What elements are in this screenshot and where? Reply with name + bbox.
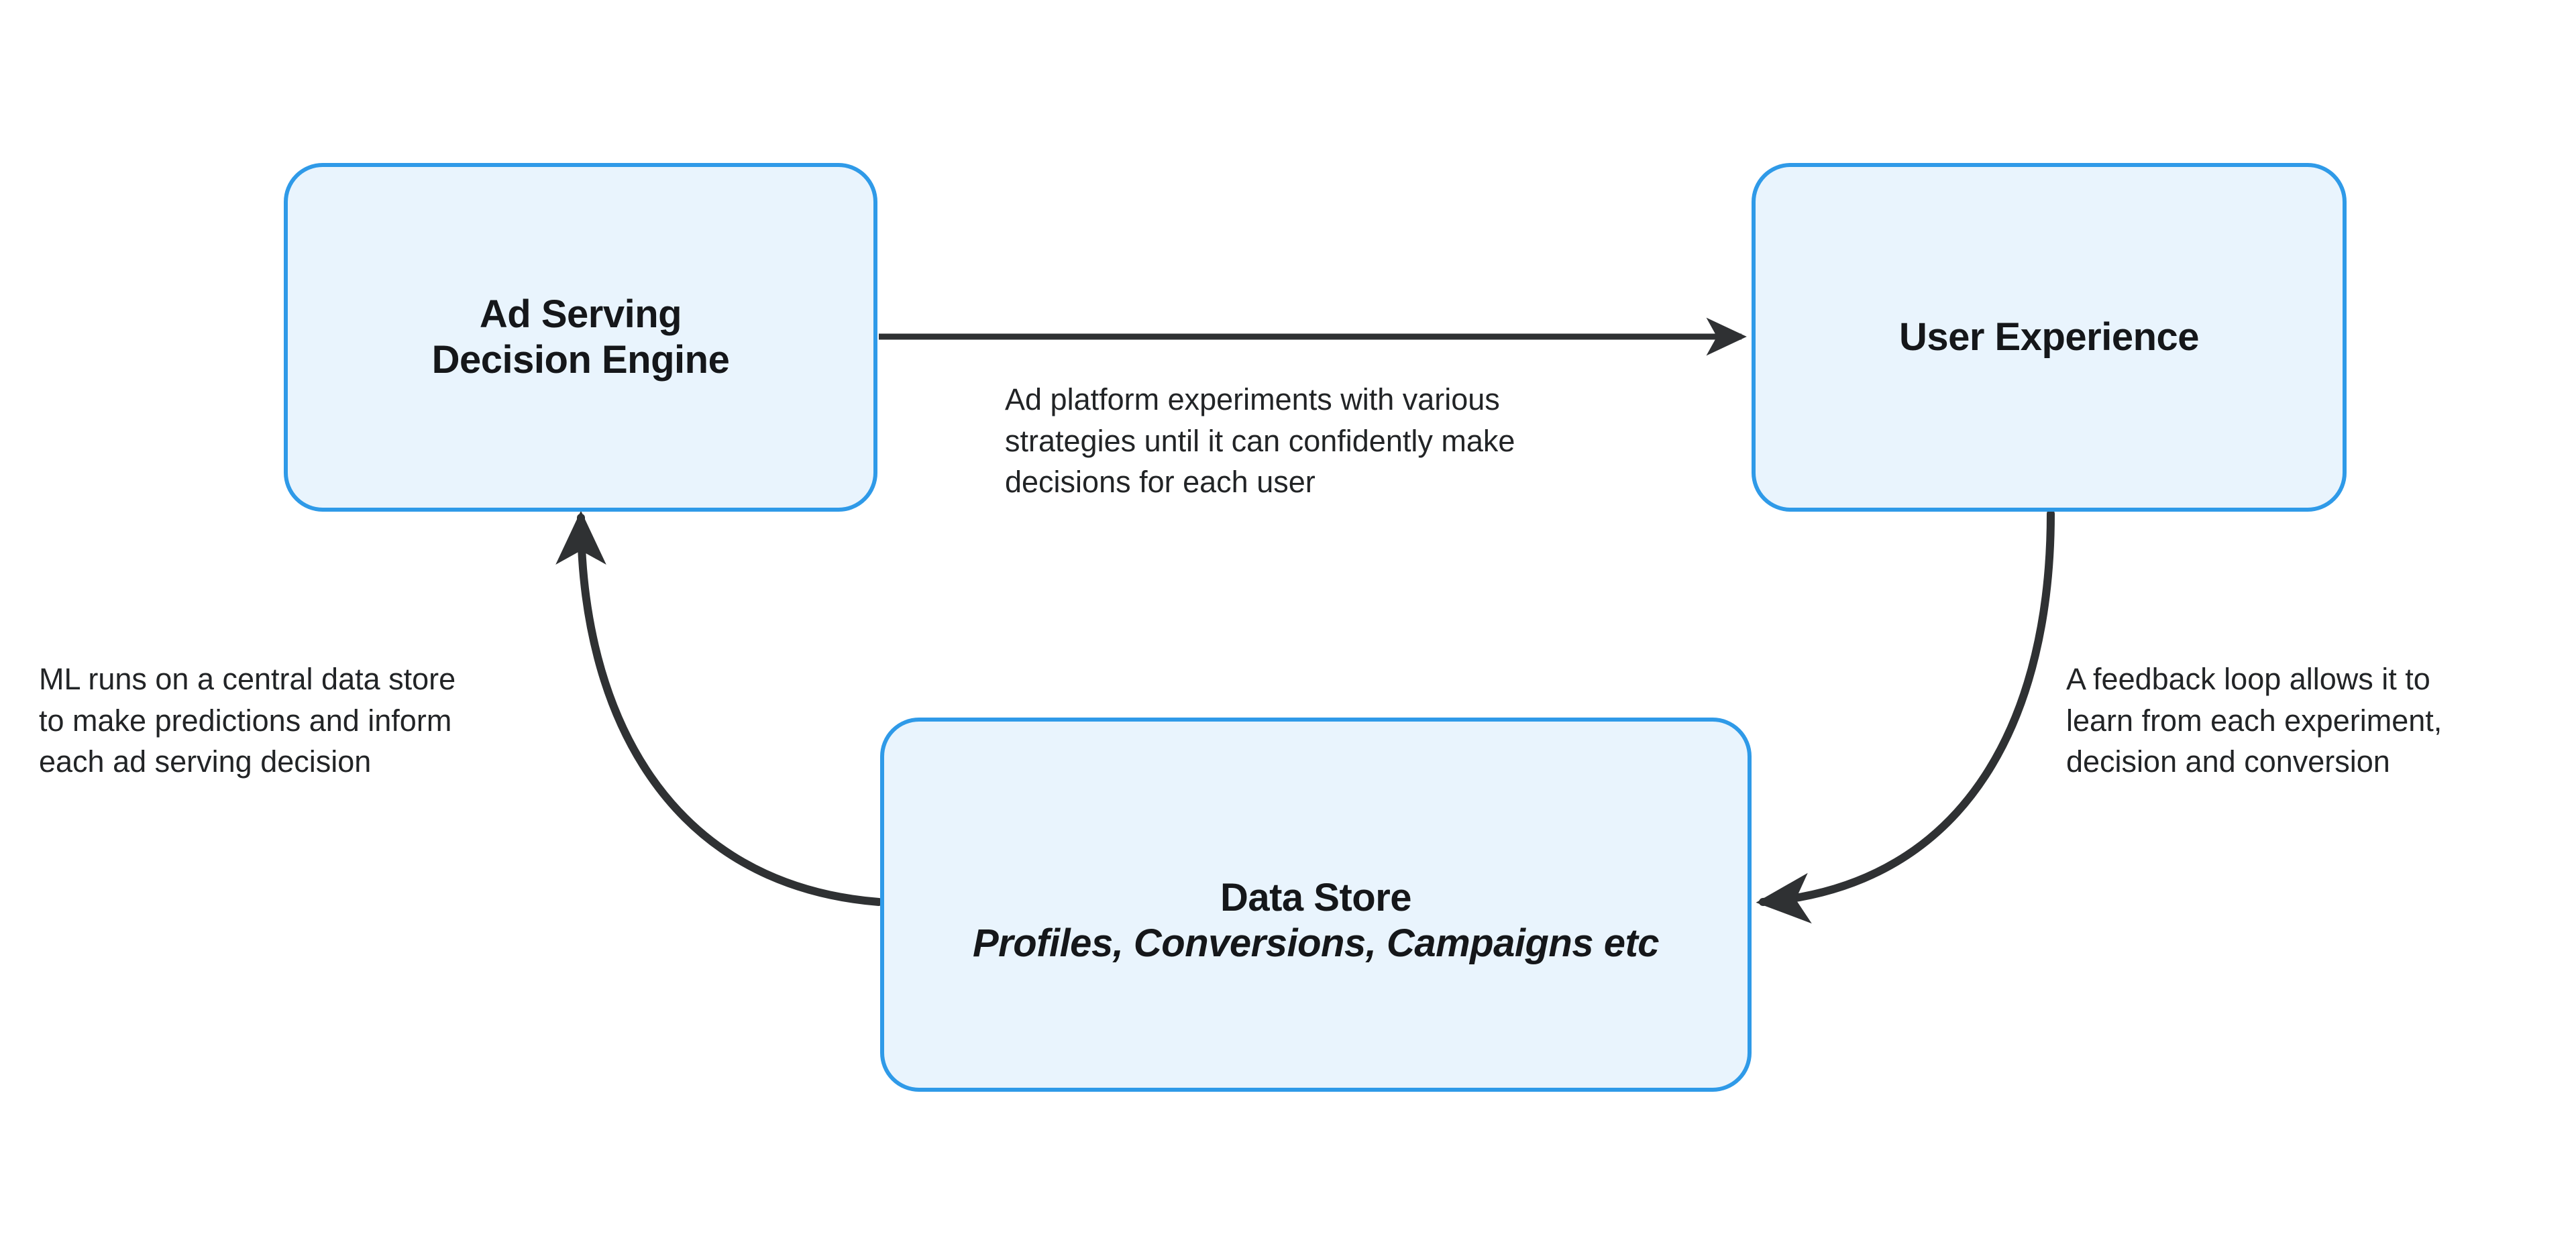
node-ad-serving-decision-engine[interactable]: Ad Serving Decision Engine [284,163,877,512]
edge-label-ml-runs-central-data-store: ML runs on a central data store to make … [39,662,456,779]
node-data-store-subtitle: Profiles, Conversions, Campaigns etc [972,921,1660,965]
node-data-store[interactable]: Data Store Profiles, Conversions, Campai… [880,718,1752,1092]
edge-user-experience-to-data-store [1756,510,2055,924]
node-user-experience-title: User Experience [1898,315,2200,359]
edge-data-store-to-ad-serving [555,510,883,906]
node-ad-serving-title: Ad Serving Decision Engine [431,292,730,382]
edge-label-ad-platform-experiments: Ad platform experiments with various str… [1005,382,1515,500]
node-data-store-title: Data Store [1220,876,1412,920]
node-data-store-text-stack: Data Store Profiles, Conversions, Campai… [972,875,1660,966]
node-user-experience[interactable]: User Experience [1752,163,2347,512]
edge-label-feedback-loop: A feedback loop allows it to learn from … [2066,662,2443,779]
